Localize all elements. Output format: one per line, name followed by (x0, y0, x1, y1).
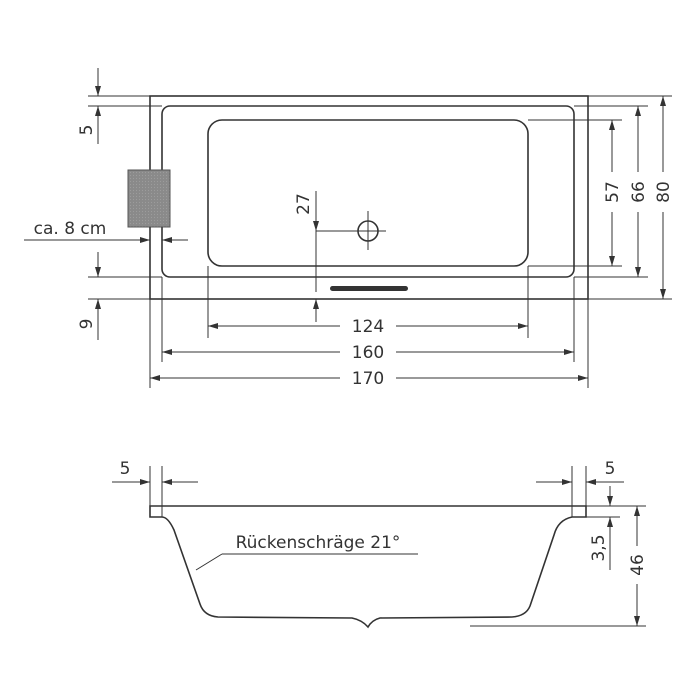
backrest-label: Rückenschräge 21° (236, 533, 401, 553)
side-dimension-5-right: 5 (536, 459, 624, 485)
side-dimension-46: 46 (628, 506, 648, 626)
side-dim-5-right-label: 5 (605, 459, 616, 479)
dimension-9-bottom-left: 9 (77, 252, 101, 340)
overflow-box (127, 169, 171, 228)
dimension-57: 57 (603, 120, 623, 266)
dim-5-left-label: 5 (77, 125, 97, 136)
dim-57-label: 57 (603, 181, 623, 203)
tub-basin (207, 119, 529, 267)
side-dim-3-5-label: 3,5 (589, 534, 609, 561)
dimension-27: 27 (294, 191, 358, 322)
dim-124-label: 124 (352, 317, 384, 337)
dimension-170: 170 (150, 369, 588, 389)
dim-66-label: 66 (629, 181, 649, 203)
overflow-slot (330, 286, 408, 291)
overflow-label: ca. 8 cm (34, 219, 107, 239)
dim-9-left-label: 9 (77, 319, 97, 330)
dimension-66: 66 (629, 106, 649, 277)
dimension-overflow: ca. 8 cm (24, 219, 188, 252)
backrest-annotation: Rückenschräge 21° (195, 533, 418, 571)
dim-160-label: 160 (352, 343, 384, 363)
top-view: 124 160 170 57 (24, 68, 674, 389)
side-dimension-5-left: 5 (112, 459, 198, 485)
dimension-80: 80 (654, 96, 674, 299)
tub-inner-rim (161, 105, 575, 278)
tub-outer-rim (149, 95, 589, 300)
side-dimension-3-5: 3,5 (589, 486, 613, 570)
dim-170-label: 170 (352, 369, 384, 389)
dim-80-label: 80 (654, 181, 674, 203)
dim-27-label: 27 (294, 193, 314, 215)
dimension-5-top-left: 5 (77, 68, 101, 144)
dimension-160: 160 (162, 343, 574, 363)
side-view: 5 5 3,5 46 Rücken (112, 459, 648, 629)
tub-profile (149, 505, 587, 629)
side-dim-46-label: 46 (628, 554, 648, 576)
dimension-124: 124 (208, 317, 528, 337)
side-dim-5-left-label: 5 (120, 459, 131, 479)
